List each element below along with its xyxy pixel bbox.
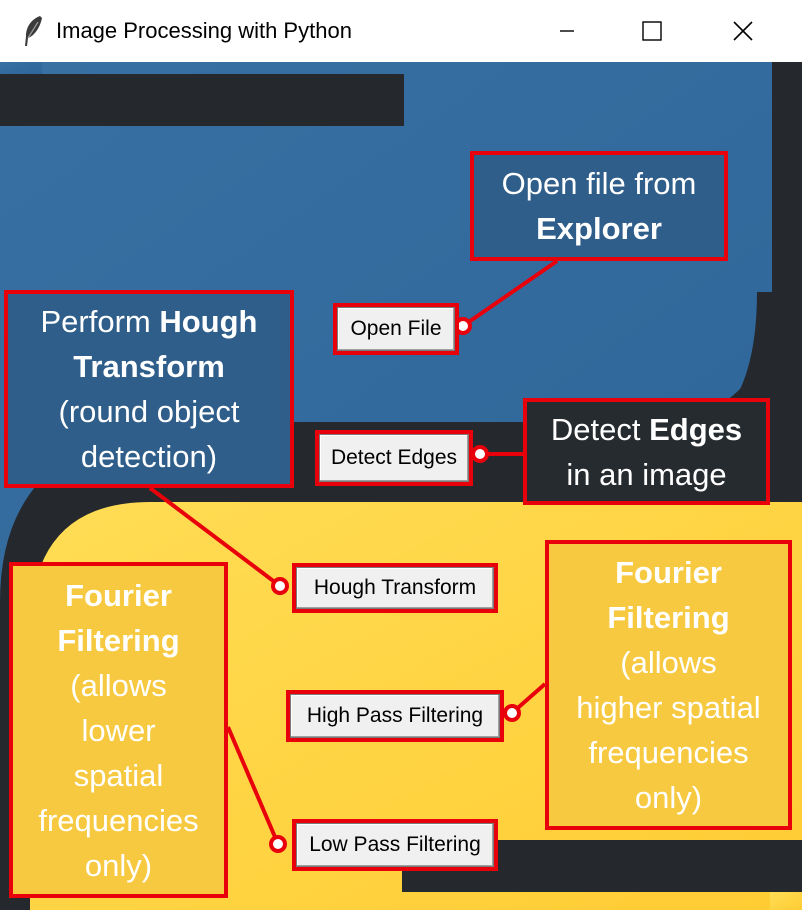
callout-text: in an image	[566, 456, 727, 492]
title-bar[interactable]: Image Processing with Python	[0, 0, 802, 62]
callout-text: frequencies	[38, 802, 199, 838]
callout-text-bold: Explorer	[536, 211, 662, 246]
callout-text-bold: Filtering	[607, 600, 730, 635]
callout-text: (allows	[620, 645, 717, 680]
callout-text: only)	[84, 847, 153, 883]
minimize-button[interactable]	[522, 0, 612, 62]
callout-text-bold: Filtering	[57, 622, 180, 658]
callout-text: (allows	[70, 667, 167, 703]
callout-text: Perform	[40, 304, 160, 339]
callout-text: spatial	[73, 757, 164, 793]
callout-detect-edges: Detect Edges in an image	[523, 398, 770, 505]
callout-text-bold: Fourier	[65, 577, 172, 613]
maximize-button[interactable]	[612, 0, 702, 62]
annotation-connectors	[148, 259, 559, 853]
callout-text: Detect	[550, 411, 650, 447]
callout-text-bold: Edges	[649, 411, 743, 447]
callout-high-pass: Fourier Filtering (allows higher spatial…	[545, 540, 792, 830]
close-button[interactable]	[702, 0, 792, 62]
high-pass-filtering-button[interactable]: High Pass Filtering	[286, 690, 504, 742]
window-title: Image Processing with Python	[56, 18, 352, 43]
callout-low-pass: Fourier Filtering (allows lower spatial …	[9, 562, 228, 898]
callout-text-bold: Hough	[159, 304, 258, 339]
callout-hough-transform: Perform Hough Transform (round object de…	[4, 290, 294, 488]
callout-text: higher spatial	[576, 690, 761, 725]
callout-text: Open file from	[501, 166, 697, 201]
callout-text-bold: Fourier	[615, 555, 722, 590]
callout-text: (round object	[58, 394, 240, 429]
low-pass-filtering-button[interactable]: Low Pass Filtering	[292, 819, 498, 871]
minimize-icon	[560, 30, 574, 32]
maximize-icon	[642, 21, 662, 41]
feather-icon	[22, 14, 44, 48]
open-file-button[interactable]: Open File	[333, 303, 459, 355]
callout-text: lower	[81, 712, 156, 748]
callout-text: frequencies	[588, 735, 749, 770]
hough-transform-button[interactable]: Hough Transform	[292, 563, 498, 613]
callout-open-file: Open file from Explorer	[470, 151, 728, 261]
callout-text: only)	[634, 780, 703, 815]
callout-text-bold: Transform	[73, 349, 225, 384]
close-icon	[733, 21, 753, 41]
detect-edges-button[interactable]: Detect Edges	[315, 430, 473, 486]
callout-text: detection)	[80, 439, 218, 474]
